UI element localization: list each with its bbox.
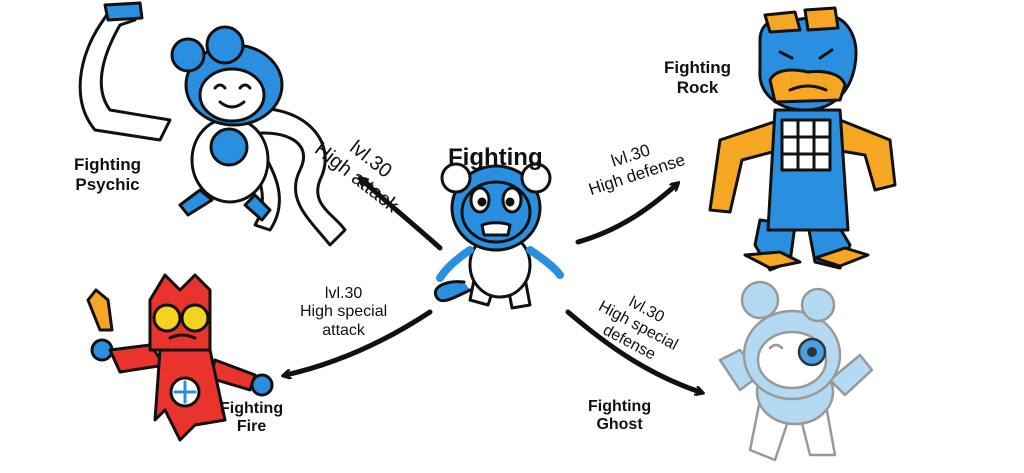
psychic-type-label: Fighting Psychic — [74, 155, 142, 194]
center-type-title: Fighting — [448, 144, 543, 171]
fighting-ghost-illustration — [718, 280, 874, 462]
arrow-to-fire — [286, 309, 433, 375]
fighting-rock-illustration — [708, 6, 897, 272]
fighting-fire-illustration — [86, 273, 274, 442]
fighting-creature-illustration — [433, 162, 564, 310]
arrow-to-rock — [575, 185, 676, 245]
arrow-to-ghost — [565, 309, 700, 392]
fire-type-label: Fighting Fire — [220, 400, 284, 436]
ghost-type-label: Fighting Ghost — [588, 398, 652, 434]
rock-type-label: Fighting Rock — [664, 58, 732, 97]
arrow-to-psychic — [362, 180, 443, 251]
fire-condition-label: lvl.30 High special attack — [300, 285, 388, 339]
fighting-psychic-illustration — [78, 1, 347, 247]
